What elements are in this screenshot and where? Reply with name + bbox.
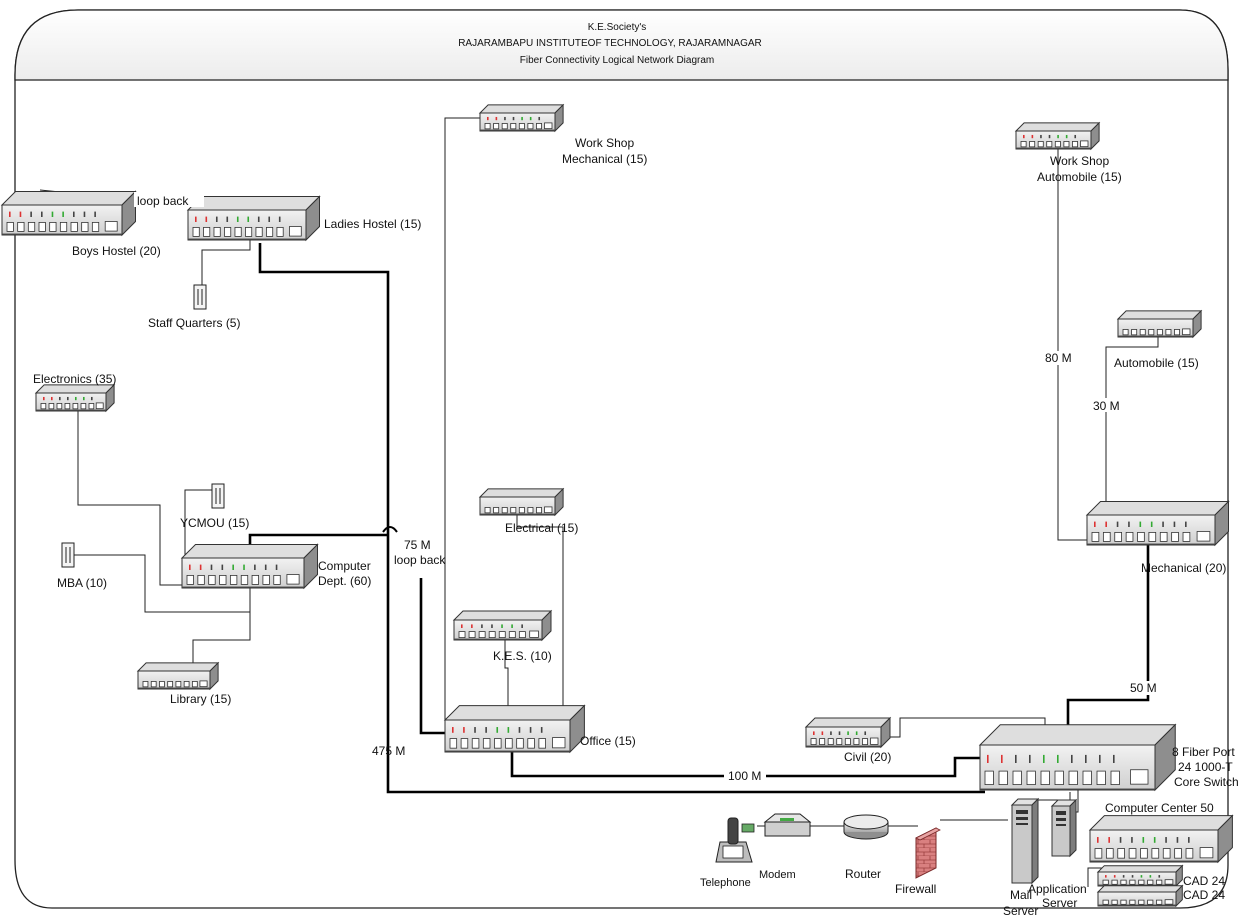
kes-label: K.E.S. (10) [493,649,552,663]
office-label: Office (15) [580,734,636,748]
router-label: Router [845,867,881,881]
loop-back-top-label: loop back [137,194,189,208]
labels-layer: loop back Boys Hostel (20) Ladies Hostel… [33,136,1239,918]
ycmou-label: YCMOU (15) [180,516,249,530]
mail-server-label-line1: Mail [1010,888,1032,902]
boys-hostel-label: Boys Hostel (20) [72,244,161,258]
loop-back-label-bg [134,192,204,207]
kes-switch-icon [452,609,553,642]
core-switch-icon [978,723,1177,792]
computer-dept-switch-icon [180,543,319,590]
link-30m-label-bg [1090,398,1124,412]
core-switch-label-line3: Core Switch [1174,775,1239,789]
header-institute: RAJARAMBAPU INSTITUTEOF TECHNOLOGY, RAJA… [458,38,762,49]
ladies-hostel-switch-icon [186,195,321,242]
automobile-label: Automobile (15) [1114,356,1199,370]
computer-dept-label-line1: Computer [318,559,371,573]
mba-label: MBA (10) [57,576,107,590]
firewall-label: Firewall [895,882,936,896]
staff-quarters-plug-icon [193,284,207,310]
link-50m-label: 50 M [1130,681,1157,695]
core-switch-label-line1: 8 Fiber Port [1172,745,1235,759]
workshop-automobile-label-line2: Automobile (15) [1037,170,1122,184]
mba-plug-icon [61,542,75,568]
electrical-switch-icon [478,487,565,517]
loop-back-mid-label: loop back [394,553,446,567]
header-subtitle: Fiber Connectivity Logical Network Diagr… [520,55,715,66]
router-icon [843,814,889,840]
telephone-icon [715,817,755,863]
electronics-label: Electronics (35) [33,372,116,386]
link-100m-label-bg [724,769,766,783]
workshop-mechanical-label-line2: Mechanical (15) [562,152,647,166]
ladies-hostel-label: Ladies Hostel (15) [324,217,421,231]
link-475m-label: 475 M [372,744,405,758]
link-75m-label: 75 M [404,538,431,552]
library-label: Library (15) [170,692,231,706]
cad-label-1: CAD 24 [1183,874,1225,888]
civil-switch-icon [804,716,892,749]
link-30m-label: 30 M [1093,399,1120,413]
automobile-switch-icon [1116,309,1203,339]
cad-label-2: CAD 24 [1183,888,1225,902]
workshop-automobile-switch-icon [1014,121,1101,151]
staff-quarters-label: Staff Quarters (5) [148,316,240,330]
link-80m-label-bg [1042,351,1076,365]
header-society: K.E.Society's [588,22,647,33]
app-server-label-line1: Application [1028,882,1087,896]
cad-switch-icon-2 [1096,884,1184,908]
cad-switch-icon-1 [1096,864,1184,888]
mechanical-label: Mechanical (20) [1141,561,1226,575]
telephone-label: Telephone [700,877,751,889]
computer-center-label: Computer Center 50 [1105,801,1214,815]
mail-server-label-line2: Server [1003,904,1038,918]
firewall-icon [915,827,941,879]
mail-server-icon [1010,797,1040,885]
workshop-automobile-label-line1: Work Shop [1050,154,1109,168]
electronics-switch-icon [34,383,116,413]
core-switch-label-line2: 24 1000-T [1178,760,1233,774]
link-50m-label-bg [1126,681,1164,695]
link-80m-label: 80 M [1045,351,1072,365]
office-switch-icon [443,704,586,754]
mechanical-switch-icon [1085,500,1230,547]
boys-hostel-switch-icon [0,190,137,237]
civil-label: Civil (20) [844,750,891,764]
modem-icon [763,813,812,837]
ycmou-plug-icon [211,483,225,509]
application-server-icon [1050,798,1078,858]
link-100m-label: 100 M [728,769,761,783]
devices-layer [0,103,1234,908]
electrical-label: Electrical (15) [505,521,578,535]
library-switch-icon [136,661,220,691]
workshop-mechanical-label-line1: Work Shop [575,136,634,150]
loop-arc [382,526,398,533]
modem-label: Modem [759,869,796,881]
app-server-label-line2: Server [1042,896,1077,910]
computer-center-switch-icon [1088,814,1234,864]
workshop-mechanical-switch-icon [478,103,565,133]
computer-dept-label-line2: Dept. (60) [318,574,371,588]
header-band [14,9,1229,81]
